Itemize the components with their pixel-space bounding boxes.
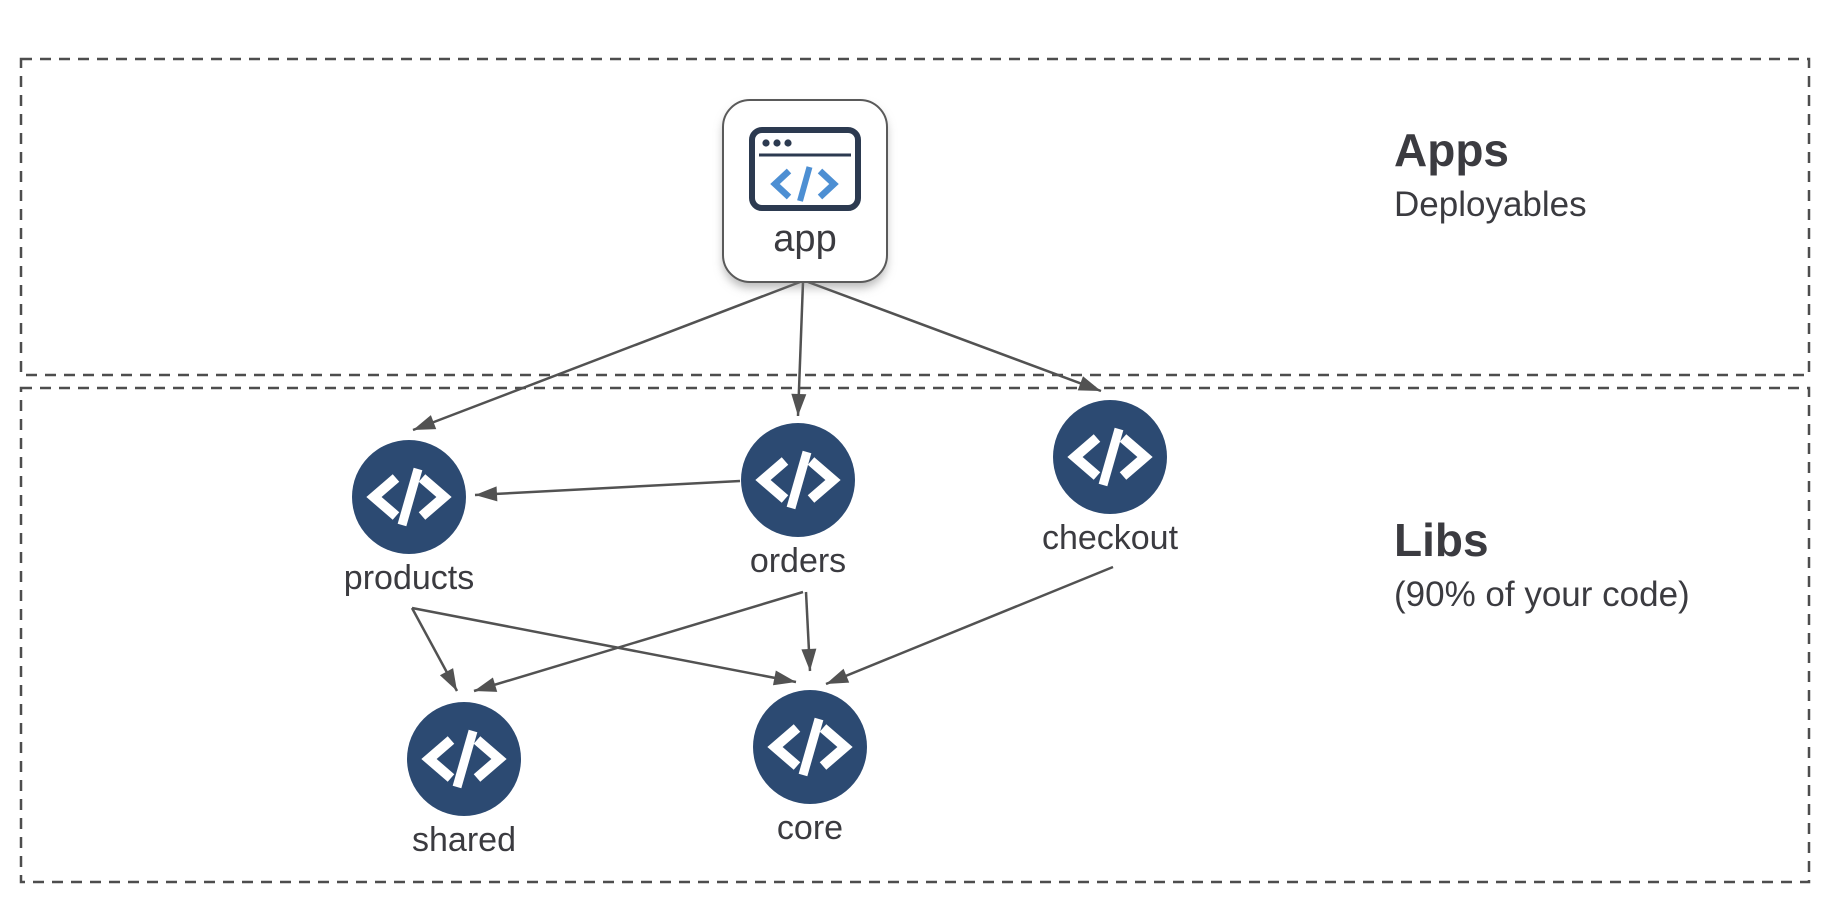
apps-zone-title: Apps — [1394, 124, 1509, 176]
edge-products-to-core — [411, 606, 797, 686]
libs-zone-subtitle: (90% of your code) — [1394, 574, 1690, 614]
node-products — [352, 440, 466, 554]
libs-zone-title: Libs — [1394, 514, 1489, 566]
code-icon — [421, 729, 507, 789]
apps-zone-label: Apps Deployables — [1394, 124, 1587, 227]
code-icon — [366, 467, 452, 527]
node-label-shared: shared — [412, 821, 516, 859]
node-core — [753, 690, 867, 804]
code-icon — [1067, 427, 1153, 487]
code-icon — [755, 450, 841, 510]
node-label-core: core — [776, 809, 844, 847]
edge-orders-to-core — [801, 591, 817, 672]
edge-layer — [410, 280, 1114, 693]
node-label-app: app — [773, 218, 837, 260]
apps-zone-subtitle: Deployables — [1394, 184, 1587, 224]
node-label-orders: orders — [749, 542, 847, 580]
node-checkout — [1053, 400, 1167, 514]
edge-app-to-orders — [791, 281, 807, 417]
edge-products-to-shared — [410, 607, 459, 692]
node-shared — [407, 702, 521, 816]
edge-checkout-to-core — [825, 565, 1114, 686]
node-label-checkout: checkout — [1041, 519, 1179, 557]
edge-orders-to-products — [474, 479, 741, 502]
libs-zone-label: Libs (90% of your code) — [1394, 514, 1690, 617]
libs-zone-border — [19, 386, 1811, 884]
node-label-products: products — [343, 559, 475, 597]
apps-zone-border — [19, 57, 1811, 377]
edge-app-to-products — [412, 280, 801, 432]
code-icon — [767, 717, 853, 777]
browser-code-icon — [749, 127, 861, 211]
edge-orders-to-shared — [473, 590, 804, 693]
node-orders — [741, 423, 855, 537]
edge-app-to-checkout — [807, 280, 1102, 393]
node-app: app — [722, 99, 888, 283]
